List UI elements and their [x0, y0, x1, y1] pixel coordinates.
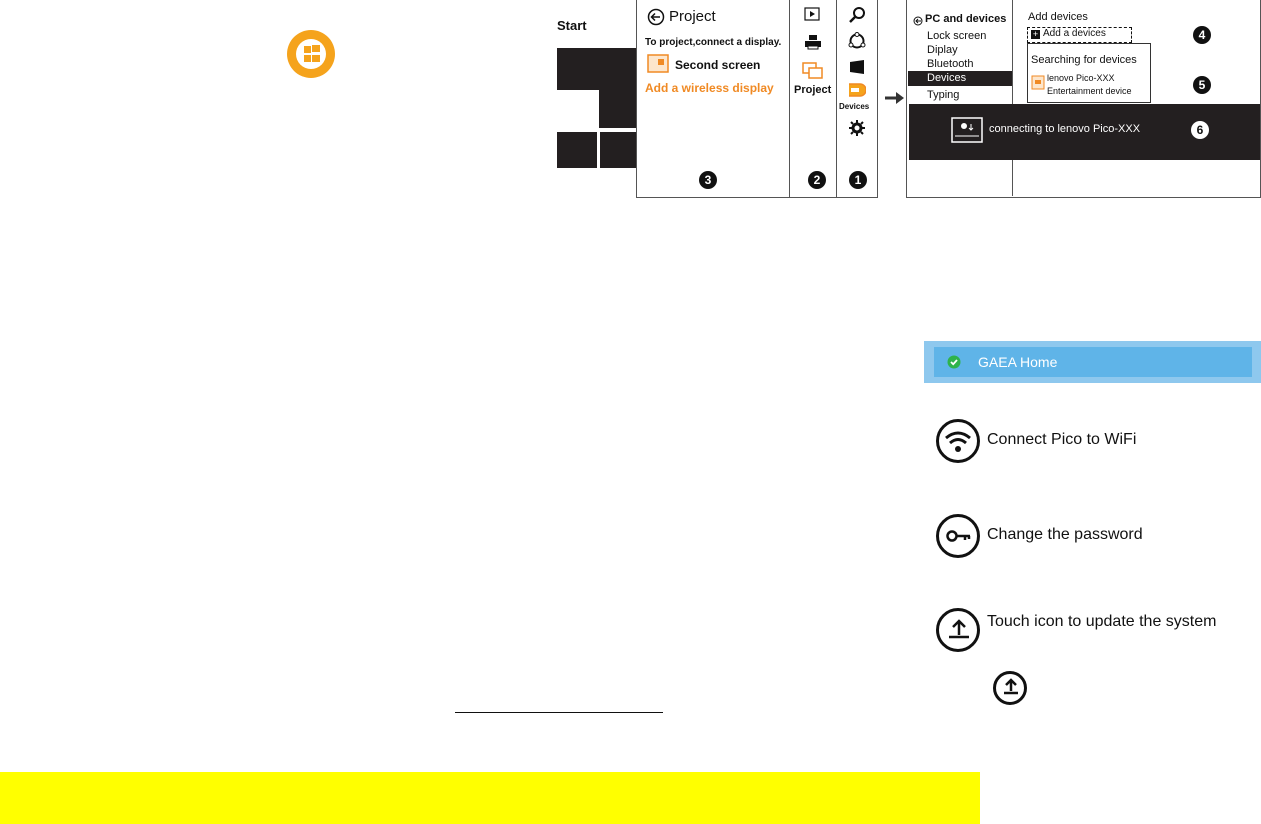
- windows-logo-icon: [287, 30, 335, 78]
- pc-settings-nav: PC and devices Lock screen Diplay Blueto…: [907, 0, 1013, 196]
- nav-devices: Devices: [927, 72, 967, 84]
- nav-display[interactable]: Diplay: [927, 44, 958, 56]
- connecting-text: connecting to lenovo Pico-XXX: [989, 123, 1141, 135]
- highlight-band: [0, 772, 980, 824]
- step-update-text: Touch icon to update the system: [987, 613, 1217, 630]
- second-screen-icon: [647, 54, 669, 73]
- search-icon[interactable]: [848, 6, 866, 24]
- underline-mark: [455, 712, 663, 713]
- search-popup: Searching for devices lenovo Pico-XXX En…: [1027, 43, 1151, 103]
- update-icon[interactable]: [993, 671, 1027, 705]
- projector-device-icon: [951, 117, 983, 143]
- settings-gear-icon[interactable]: [849, 120, 865, 136]
- step-1-badge: 1: [849, 171, 867, 189]
- gaea-title: GAEA Home: [978, 354, 1058, 370]
- upload-icon[interactable]: [936, 608, 980, 652]
- project-charm-label: Project: [794, 84, 832, 96]
- step-5-badge: 5: [1193, 76, 1211, 94]
- device-name[interactable]: lenovo Pico-XXX: [1047, 73, 1115, 83]
- project-title: Project: [669, 8, 716, 25]
- media-icon[interactable]: [804, 7, 820, 21]
- start-tile[interactable]: [557, 48, 636, 90]
- second-screen-option[interactable]: Second screen: [675, 58, 761, 72]
- nav-typing[interactable]: Typing: [927, 89, 960, 101]
- start-title: Start: [557, 18, 587, 33]
- back-arrow-icon[interactable]: [647, 8, 665, 26]
- printer-icon[interactable]: [804, 34, 822, 50]
- check-shield-icon: [947, 355, 961, 369]
- device-icon: [1031, 75, 1045, 90]
- step-4-badge: 4: [1193, 26, 1211, 44]
- charms-bar: Devices 1: [837, 0, 878, 198]
- nav-bluetooth[interactable]: Bluetooth: [927, 58, 974, 70]
- searching-text: Searching for devices: [1031, 54, 1137, 66]
- step-password-text: Change the password: [987, 526, 1143, 543]
- key-icon[interactable]: [936, 514, 980, 558]
- back-arrow-icon[interactable]: [913, 16, 923, 26]
- windows-start-icon[interactable]: [849, 60, 865, 74]
- connecting-bar: connecting to lenovo Pico-XXX 6: [909, 104, 1260, 160]
- pc-settings-panel: PC and devices Lock screen Diplay Blueto…: [906, 0, 1261, 198]
- step-2-badge: 2: [808, 171, 826, 189]
- plus-icon: +: [1031, 29, 1040, 39]
- device-type: Entertainment device: [1047, 86, 1132, 96]
- nav-lock-screen[interactable]: Lock screen: [927, 30, 987, 42]
- device-charm-column: Project 2: [790, 0, 837, 198]
- start-tile[interactable]: [557, 132, 597, 168]
- project-instruction: To project,connect a display.: [645, 37, 782, 48]
- add-device-button[interactable]: + Add a devices: [1027, 27, 1132, 43]
- add-wireless-display-link[interactable]: Add a wireless display: [645, 81, 774, 95]
- add-devices-title: Add devices: [1028, 11, 1088, 23]
- arrow-right-icon: [885, 92, 904, 104]
- start-tile[interactable]: [600, 132, 636, 168]
- gaea-home-bar: GAEA Home: [924, 341, 1261, 383]
- step-wifi-text: Connect Pico to WiFi: [987, 431, 1137, 448]
- devices-charm-label: Devices: [839, 102, 870, 111]
- pc-settings-header: PC and devices: [925, 13, 1007, 25]
- step-3-badge: 3: [699, 171, 717, 189]
- start-tile[interactable]: [599, 90, 636, 128]
- wifi-icon[interactable]: [936, 419, 980, 463]
- nav-devices-selected[interactable]: Devices: [908, 71, 1012, 86]
- step-6-badge: 6: [1191, 121, 1209, 139]
- devices-icon[interactable]: [848, 82, 866, 98]
- share-icon[interactable]: [848, 32, 866, 50]
- project-panel: Project To project,connect a display. Se…: [636, 0, 790, 198]
- project-screen-icon[interactable]: [802, 62, 824, 82]
